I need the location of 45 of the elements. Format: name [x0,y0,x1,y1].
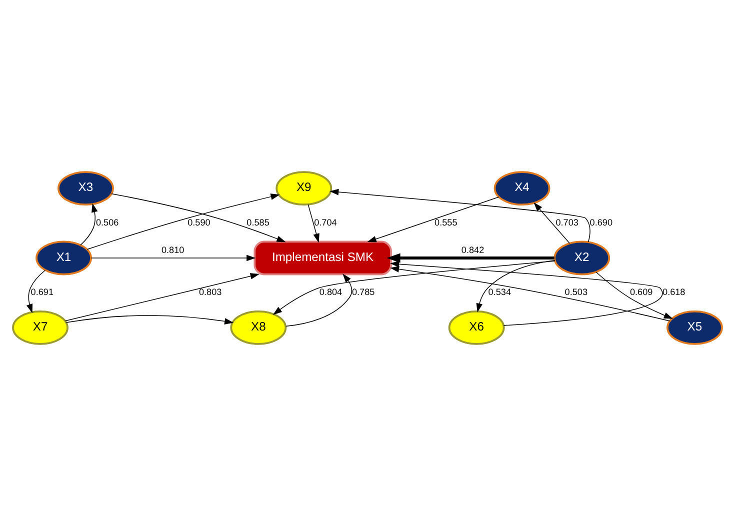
node-ellipse: X4 [494,171,550,206]
edge-label: 0.555 [434,218,458,228]
edge-label: 0.810 [161,245,184,256]
arrow [367,196,500,242]
edge-label: 0.609 [630,287,653,298]
arrow [64,273,260,322]
node-ellipse: X2 [554,240,610,276]
edge-label: 0.803 [198,287,222,298]
arrow [476,260,556,312]
arrow [534,202,570,244]
node-ellipse: X6 [448,310,505,345]
edge-label: 0.704 [314,218,337,228]
arrow [66,315,234,324]
node-ellipse: X3 [58,171,114,206]
arrow [390,266,670,322]
arrow [308,204,320,243]
node-ellipse: X5 [666,310,723,345]
arrow [26,270,46,314]
edge-label: 0.785 [352,287,375,298]
arrow [86,194,280,250]
edge-label: 0.804 [319,287,342,298]
edge-label: 0.585 [246,218,270,228]
edge-label: 0.534 [488,287,512,298]
arrow [272,260,556,315]
edge-label: 0.618 [662,287,686,298]
arrow [285,274,352,327]
edge-label: 0.691 [30,287,54,298]
node-ellipse: X1 [36,240,92,276]
arrow [596,272,674,319]
node-ellipse: X7 [12,310,68,345]
edge-label: 0.703 [556,218,578,228]
arrow [111,193,286,242]
node-ellipse: X8 [230,310,287,345]
node-box: Implementasi SMK [254,240,392,276]
arrow [330,188,590,242]
edge-label: 0.506 [96,218,119,228]
edge-label: 0.842 [461,245,484,256]
node-ellipse: X9 [276,171,332,206]
edge-label: 0.503 [564,287,588,298]
edge-label: 0.690 [590,218,613,228]
arrow [386,253,554,263]
edge-label: 0.590 [188,218,210,228]
arrow [90,254,256,262]
arrow [390,260,663,326]
arrow [80,203,98,246]
